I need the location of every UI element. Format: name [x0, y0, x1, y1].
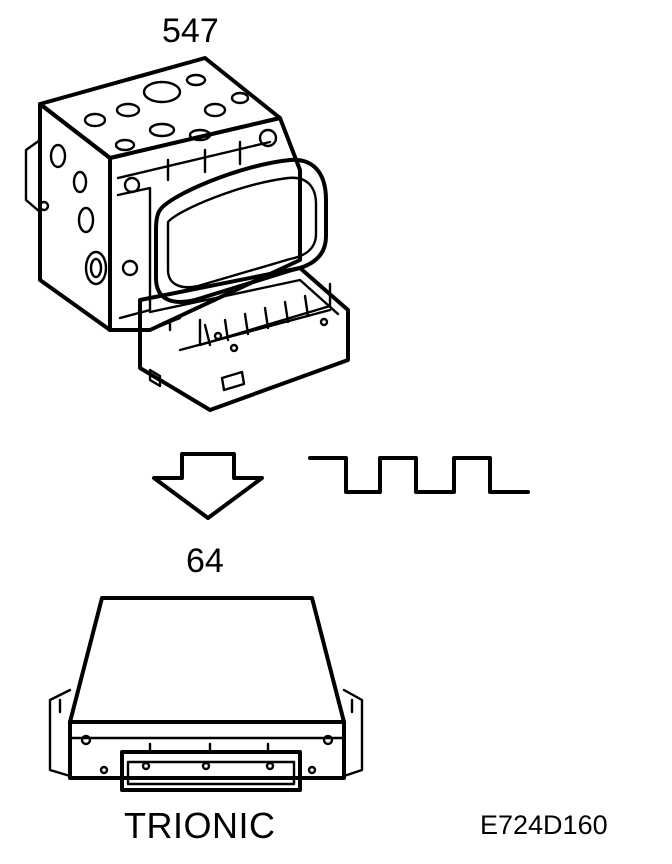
figure-reference: E724D160	[480, 810, 608, 840]
ecu-icon	[48, 596, 364, 792]
ecu-number: 64	[186, 542, 224, 580]
ecu-name: TRIONIC	[124, 805, 276, 846]
down-arrow-icon	[152, 452, 264, 520]
abs-unit-number: 547	[162, 12, 219, 50]
abs-unit-icon	[24, 56, 350, 412]
square-wave-icon	[308, 456, 530, 494]
